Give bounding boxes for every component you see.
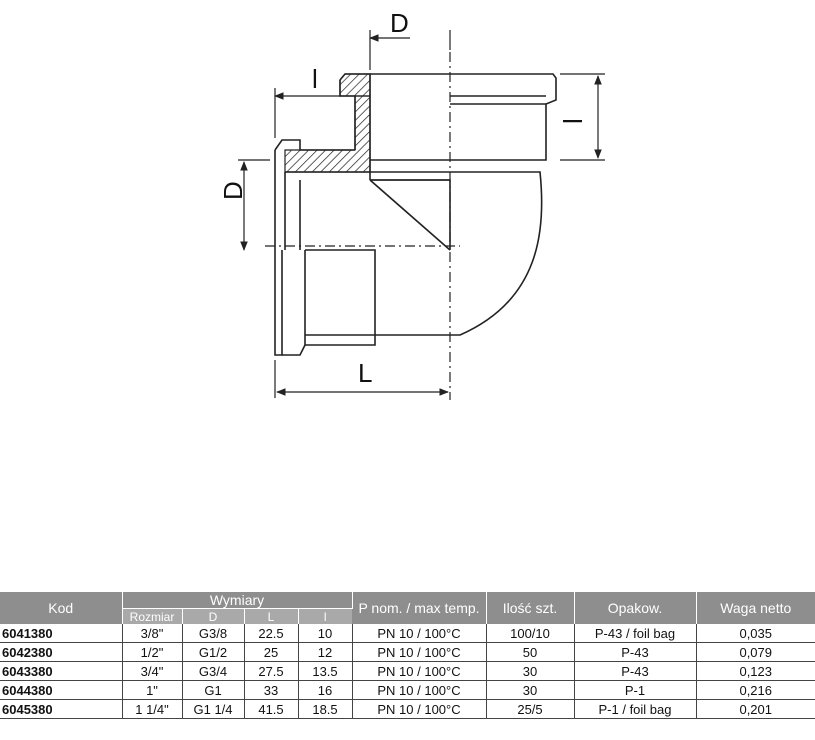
hatched-flange-section xyxy=(339,73,371,97)
cell-d: G3/8 xyxy=(182,624,245,643)
header-packaging: Opakow. xyxy=(574,592,697,624)
header-l-upper: L xyxy=(244,608,299,624)
cell-pressure: PN 10 / 100°C xyxy=(352,661,487,681)
header-d: D xyxy=(182,608,245,624)
cell-quantity: 30 xyxy=(486,661,575,681)
cell-rozmiar: 1" xyxy=(122,680,183,700)
cell-weight: 0,216 xyxy=(696,680,815,700)
header-l-lower: l xyxy=(298,608,352,624)
cell-quantity: 100/10 xyxy=(486,624,575,643)
dimension-label-l-top: l xyxy=(312,64,318,94)
cell-quantity: 30 xyxy=(486,680,575,700)
table-row: 6042380 1/2" G1/2 25 12 PN 10 / 100°C 50… xyxy=(0,642,815,662)
cell-pressure: PN 10 / 100°C xyxy=(352,680,487,700)
cell-l-upper: 22.5 xyxy=(244,624,299,643)
cell-d: G3/4 xyxy=(182,661,245,681)
specification-table: Kod Wymiary P nom. / max temp. Ilość szt… xyxy=(0,592,815,719)
table-row: 6043380 3/4" G3/4 27.5 13.5 PN 10 / 100°… xyxy=(0,661,815,681)
cell-kod: 6043380 xyxy=(0,661,123,681)
header-rozmiar: Rozmiar xyxy=(122,608,183,624)
cell-d: G1 1/4 xyxy=(182,699,245,719)
dimension-label-l-right: l xyxy=(558,118,588,124)
cell-packaging: P-43 xyxy=(574,642,697,662)
cell-kod: 6042380 xyxy=(0,642,123,662)
header-pressure: P nom. / max temp. xyxy=(352,592,487,624)
cell-pressure: PN 10 / 100°C xyxy=(352,642,487,662)
dimension-label-l-bottom: L xyxy=(358,358,372,388)
cell-l-lower: 13.5 xyxy=(298,661,353,681)
cell-weight: 0,123 xyxy=(696,661,815,681)
cell-pressure: PN 10 / 100°C xyxy=(352,699,487,719)
cell-weight: 0,201 xyxy=(696,699,815,719)
cell-kod: 6045380 xyxy=(0,699,123,719)
table-row: 6045380 1 1/4" G1 1/4 41.5 18.5 PN 10 / … xyxy=(0,699,815,719)
cell-pressure: PN 10 / 100°C xyxy=(352,624,487,643)
cell-l-lower: 10 xyxy=(298,624,353,643)
cell-l-upper: 27.5 xyxy=(244,661,299,681)
cell-kod: 6041380 xyxy=(0,624,123,643)
cell-kod: 6044380 xyxy=(0,680,123,700)
cell-quantity: 50 xyxy=(486,642,575,662)
cell-weight: 0,035 xyxy=(696,624,815,643)
cell-l-upper: 41.5 xyxy=(244,699,299,719)
cell-rozmiar: 1 1/4" xyxy=(122,699,183,719)
dimension-label-d-left: D xyxy=(218,181,248,200)
cell-rozmiar: 1/2" xyxy=(122,642,183,662)
cell-packaging: P-43 xyxy=(574,661,697,681)
cell-l-lower: 18.5 xyxy=(298,699,353,719)
fitting-outline xyxy=(274,73,557,356)
header-quantity: Ilość szt. xyxy=(486,592,575,624)
cell-weight: 0,079 xyxy=(696,642,815,662)
header-kod: Kod xyxy=(0,592,123,624)
cell-l-upper: 25 xyxy=(244,642,299,662)
elbow-fitting-drawing: D l D l L xyxy=(218,8,605,400)
cell-l-lower: 12 xyxy=(298,642,353,662)
cell-d: G1 xyxy=(182,680,245,700)
header-wymiary: Wymiary xyxy=(122,592,353,609)
table-row: 6041380 3/8" G3/8 22.5 10 PN 10 / 100°C … xyxy=(0,624,815,643)
center-lines xyxy=(265,52,460,400)
cell-rozmiar: 3/8" xyxy=(122,624,183,643)
cell-quantity: 25/5 xyxy=(486,699,575,719)
header-weight: Waga netto xyxy=(696,592,815,624)
cell-l-upper: 33 xyxy=(244,680,299,700)
cell-packaging: P-43 / foil bag xyxy=(574,624,697,643)
cell-rozmiar: 3/4" xyxy=(122,661,183,681)
hatched-wall-section xyxy=(284,95,371,173)
cell-l-lower: 16 xyxy=(298,680,353,700)
dimension-lines xyxy=(238,30,605,398)
dimension-label-d-top: D xyxy=(390,8,409,38)
cell-packaging: P-1 / foil bag xyxy=(574,699,697,719)
table-row: 6044380 1" G1 33 16 PN 10 / 100°C 30 P-1… xyxy=(0,680,815,700)
cell-packaging: P-1 xyxy=(574,680,697,700)
cell-d: G1/2 xyxy=(182,642,245,662)
